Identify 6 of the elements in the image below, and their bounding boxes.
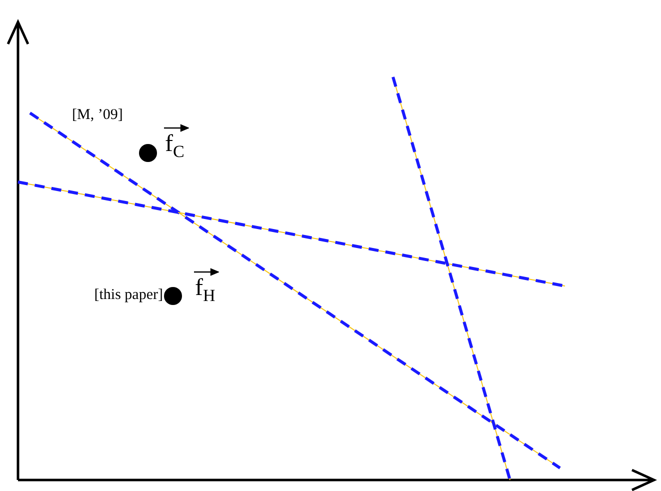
point-label: [M, ’09]: [72, 108, 123, 123]
point-label: [this paper]: [94, 288, 163, 303]
data-point: [164, 287, 182, 305]
vector-label: f$_{H}$: [195, 276, 216, 304]
data-point: [139, 144, 157, 162]
vector-label: f$_{C}$: [165, 132, 184, 160]
